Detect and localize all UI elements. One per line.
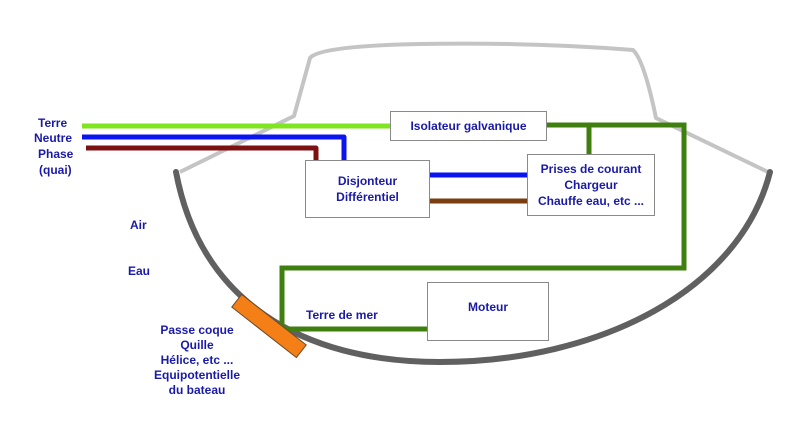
label-terre-de-mer: Terre de mer <box>306 308 378 322</box>
passe-coque-line2: Quille <box>180 338 214 352</box>
prises-box: Prises de courant Chargeur Chauffe eau, … <box>527 154 655 216</box>
label-air: Air <box>130 218 147 232</box>
disjoncteur-line2: Différentiel <box>336 190 399 204</box>
isolateur-label: Isolateur galvanique <box>410 119 527 133</box>
earth-wire-isolateur <box>279 122 687 330</box>
passe-coque-line3: Hélice, etc ... <box>160 353 234 367</box>
moteur-box: Moteur <box>427 282 549 341</box>
passe-coque-line4: Equipotentielle <box>153 368 240 382</box>
label-phase: Phase <box>38 147 74 161</box>
label-neutre: Neutre <box>34 131 73 145</box>
moteur-label: Moteur <box>468 300 508 314</box>
prises-line1: Prises de courant <box>540 162 642 176</box>
neutre-wire <box>82 134 347 162</box>
label-terre: Terre <box>38 116 68 130</box>
hull-outline <box>173 169 773 366</box>
passe-coque-line5: du bateau <box>168 383 226 397</box>
phase-wire <box>86 145 319 162</box>
superstructure-outline <box>179 41 769 174</box>
passe-coque-line1: Passe coque <box>160 323 234 337</box>
label-eau: Eau <box>128 264 151 278</box>
passe-coque-block <box>231 293 307 359</box>
disjoncteur-line1: Disjonteur <box>337 174 398 188</box>
label-quai: (quai) <box>39 163 72 177</box>
passe-coque-labels: Passe coque Quille Hélice, etc ... Equip… <box>140 323 254 398</box>
prises-line3: Chauffe eau, etc ... <box>537 194 645 208</box>
prises-line2: Chargeur <box>564 178 618 192</box>
isolateur-box: Isolateur galvanique <box>390 111 547 141</box>
disjoncteur-box: Disjonteur Différentiel <box>305 160 430 218</box>
